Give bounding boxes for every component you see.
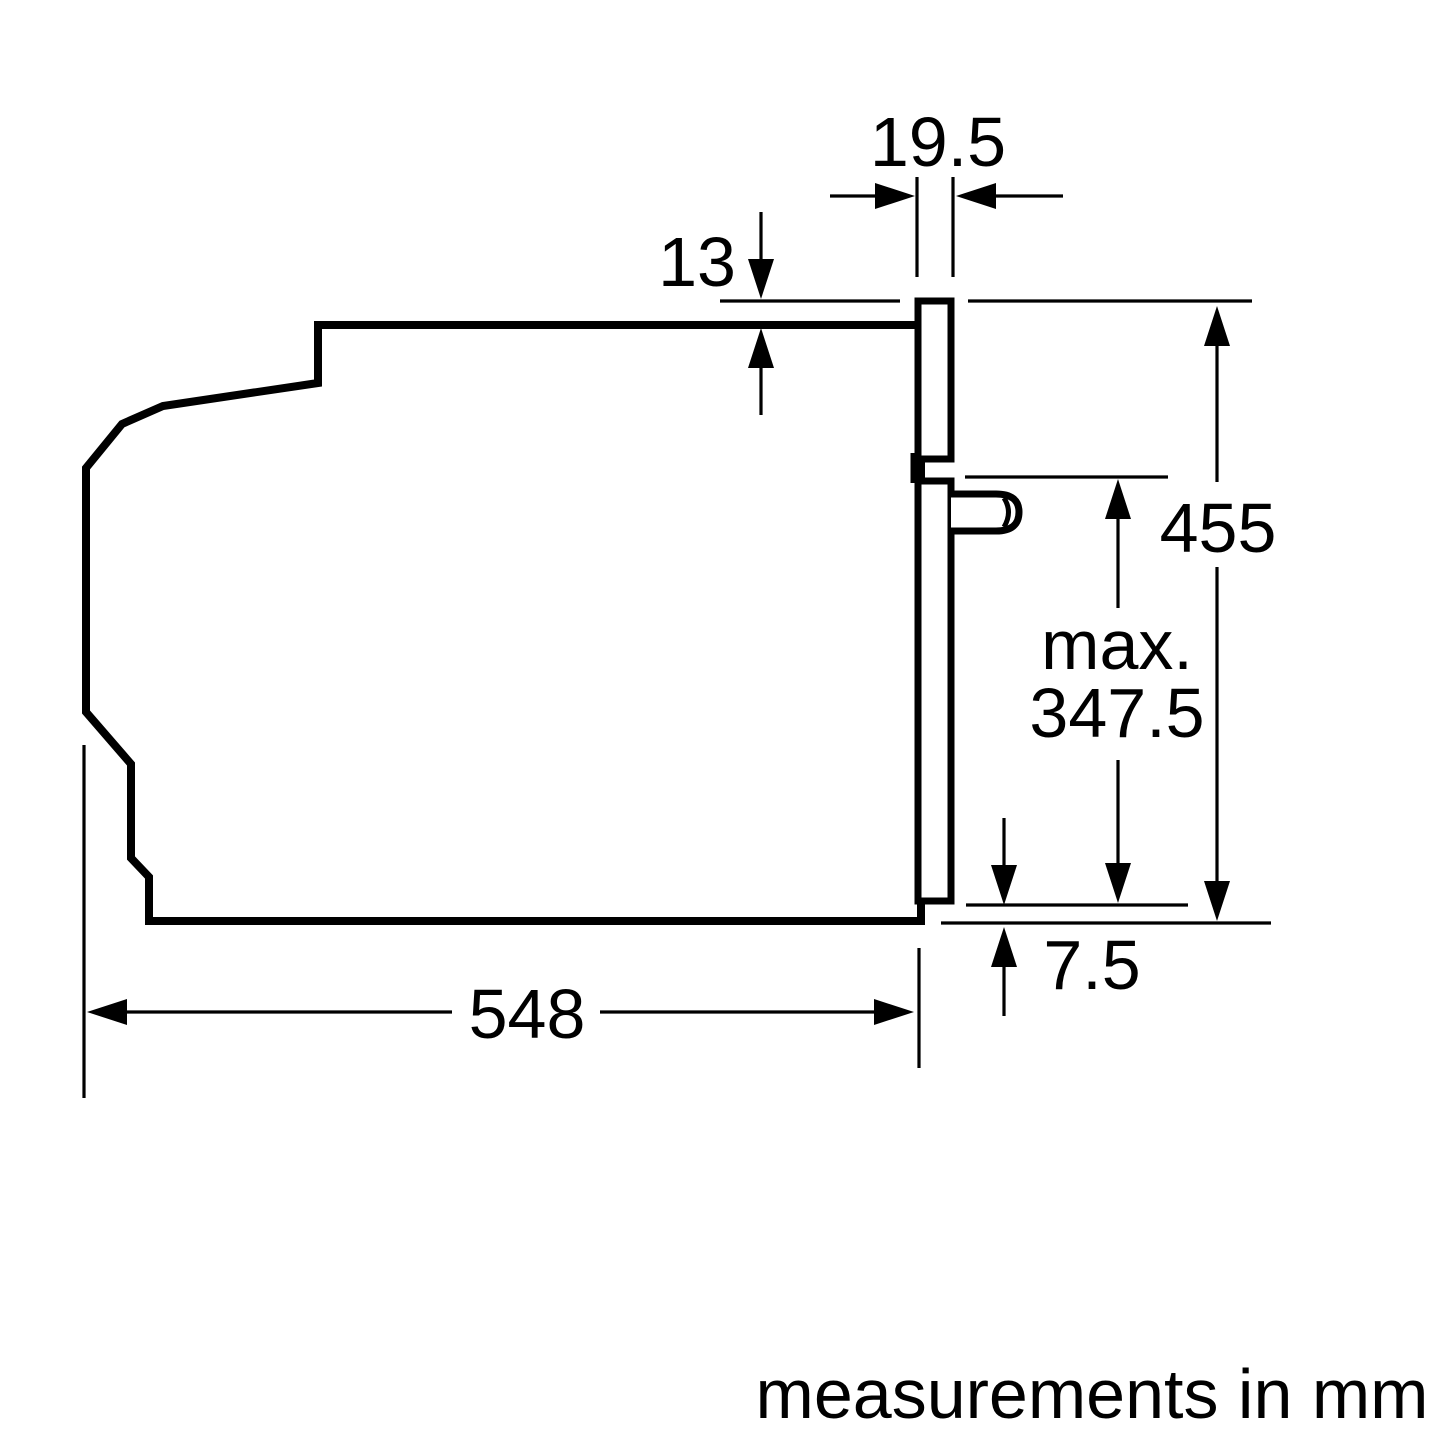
top-offset-arrow-down: [748, 259, 774, 299]
depth-arrow-left: [87, 999, 127, 1025]
dimension-stems: [127, 194, 1219, 1016]
extension-lines: [82, 177, 1271, 1098]
label-depth: 548: [469, 975, 586, 1053]
overall-height-arrow-down: [1204, 881, 1230, 921]
label-top-offset: 13: [658, 223, 736, 301]
door-max-arrow-down: [1105, 863, 1131, 903]
dimension-labels: 19.5 13 455 max. 347.5 7.5 548: [469, 103, 1277, 1053]
label-door-max-value: 347.5: [1029, 674, 1204, 752]
bottom-offset-arrow-down: [991, 865, 1017, 905]
label-bottom-offset: 7.5: [1043, 926, 1140, 1004]
control-panel: [914, 297, 955, 463]
body-outline: [82, 321, 925, 925]
door-handle-cap-arc: [1001, 496, 1011, 529]
top-offset-arrow-up: [748, 328, 774, 368]
depth-arrow-right: [874, 999, 914, 1025]
panel-thickness-arrow-right: [956, 183, 996, 209]
bottom-offset-arrow-up: [991, 927, 1017, 967]
door-handle: [951, 490, 1023, 535]
units-caption: measurements in mm: [756, 1355, 1429, 1433]
label-door-max-prefix: max.: [1041, 606, 1193, 684]
dimension-arrowheads: [87, 183, 1230, 1025]
appliance-body: [82, 297, 1023, 925]
label-overall-height: 455: [1160, 489, 1277, 567]
panel-thickness-arrow-left: [875, 183, 915, 209]
door-max-arrow-up: [1105, 479, 1131, 519]
label-panel-thickness: 19.5: [870, 103, 1006, 181]
door-panel: [914, 477, 955, 905]
overall-height-arrow-up: [1204, 306, 1230, 346]
